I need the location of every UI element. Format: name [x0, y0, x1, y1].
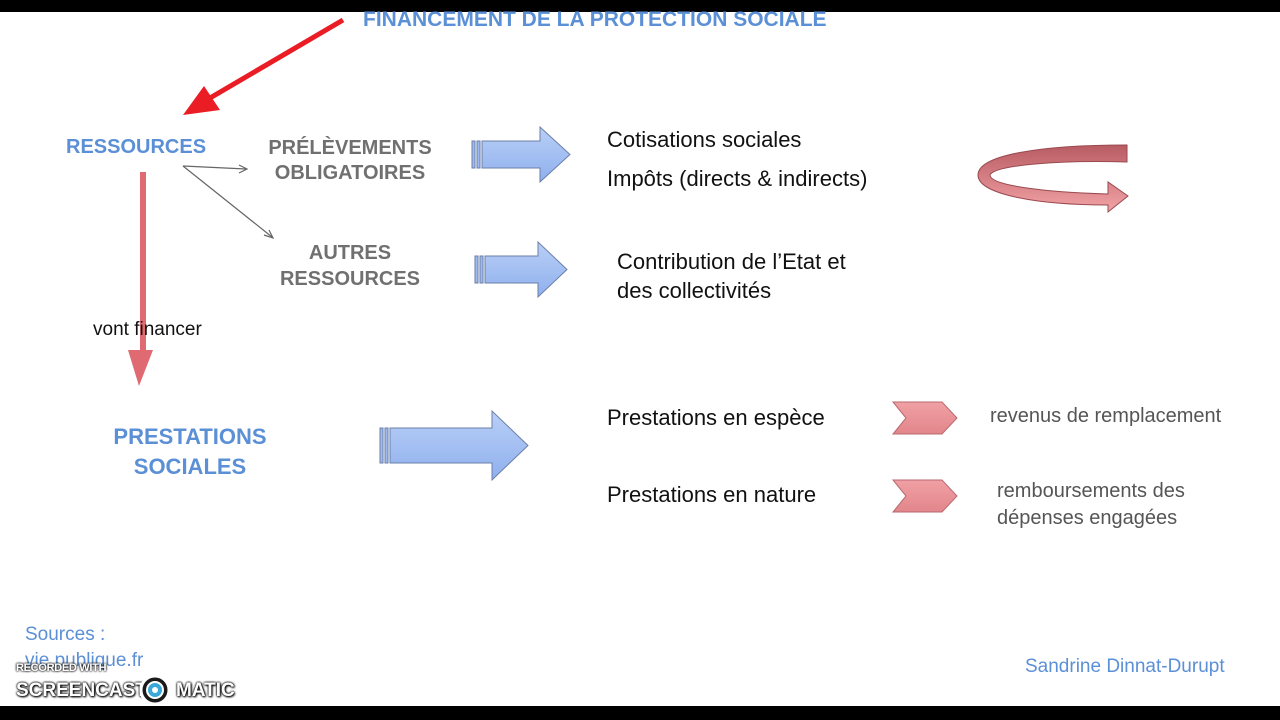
autres-ressources-label: AUTRES RESSOURCES: [250, 240, 450, 292]
vont-financer-label: vont financer: [93, 319, 202, 340]
remboursements-text: remboursements des dépenses engagées: [997, 478, 1185, 532]
prelevements-line-1: PRÉLÈVEMENTS: [268, 137, 432, 159]
sources-text: Sources : vie publique.fr: [25, 622, 143, 674]
remboursements-line-2: dépenses engagées: [997, 507, 1178, 529]
prelevements-line-2: OBLIGATOIRES: [274, 162, 426, 184]
sources-line-2: vie publique.fr: [25, 650, 144, 671]
top-black-bar: [0, 0, 1280, 12]
autres-line-1: AUTRES: [308, 242, 392, 264]
watermark-right-text: MATIC: [176, 680, 235, 701]
blue-block-arrow-prestations: [379, 409, 529, 482]
thin-arrow-to-prelevements: [182, 164, 249, 174]
contribution-text: Contribution de l’Etat et des collectivi…: [617, 247, 846, 305]
prestations-sociales-label: PRESTATIONS SOCIALES: [90, 422, 290, 482]
screencast-logo-icon: [139, 674, 171, 706]
screencast-watermark: RECORDED WITH SCREENCAST MATIC: [14, 662, 244, 706]
blue-block-arrow-prelevements: [471, 125, 571, 184]
thin-arrow-to-autres: [182, 165, 275, 240]
pink-chevron-espece: [891, 401, 958, 435]
watermark-left-text: SCREENCAST: [16, 680, 147, 701]
prestations-line-2: SOCIALES: [133, 454, 247, 479]
prestations-line-1: PRESTATIONS: [113, 424, 267, 449]
curved-arrow: [977, 144, 1129, 214]
sources-line-1: Sources :: [25, 624, 106, 645]
bottom-black-bar: [0, 706, 1280, 720]
pink-chevron-nature: [891, 479, 958, 513]
blue-block-arrow-autres: [474, 240, 568, 299]
prestations-nature-text: Prestations en nature: [607, 482, 817, 507]
pink-arrow-vont-financer: [128, 172, 153, 386]
watermark-small-text: RECORDED WITH: [16, 662, 107, 674]
contribution-line-1: Contribution de l’Etat et: [617, 249, 846, 274]
impots-text: Impôts (directs & indirects): [607, 166, 868, 191]
prestations-espece-text: Prestations en espèce: [607, 405, 825, 430]
author-name: Sandrine Dinnat-Durupt: [1025, 656, 1225, 677]
red-arrow-title-to-ressources: [183, 17, 345, 115]
autres-line-2: RESSOURCES: [279, 268, 421, 290]
cotisations-text: Cotisations sociales: [607, 127, 802, 152]
page-title: FINANCEMENT DE LA PROTECTION SOCIALE: [363, 8, 827, 31]
contribution-line-2: des collectivités: [617, 278, 772, 303]
revenus-text: revenus de remplacement: [990, 405, 1222, 427]
prelevements-label: PRÉLÈVEMENTS OBLIGATOIRES: [250, 136, 450, 186]
remboursements-line-1: remboursements des: [997, 480, 1185, 502]
ressources-label: RESSOURCES: [66, 136, 207, 158]
